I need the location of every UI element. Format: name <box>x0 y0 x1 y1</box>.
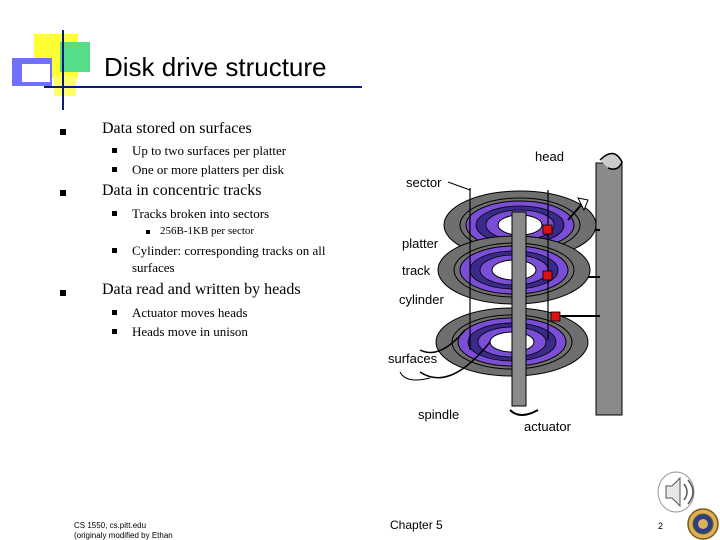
bullet-marker <box>112 329 117 334</box>
slide-title: Disk drive structure <box>104 52 327 82</box>
university-seal-logo <box>687 508 719 540</box>
label-actuator: actuator <box>524 419 571 434</box>
bullet-marker <box>60 129 66 135</box>
head-marker <box>542 270 553 281</box>
label-platter: platter <box>402 236 439 251</box>
bullet-item: Data stored on surfaces <box>102 120 252 137</box>
head-marker <box>550 311 561 322</box>
sub-bullet-item: Tracks broken into sectors <box>132 206 270 221</box>
actuator-shaft <box>595 162 623 416</box>
sub-bullet-item: One or more platters per disk <box>132 162 284 177</box>
footer-page-number: 2 <box>658 521 664 531</box>
bullet-marker <box>112 211 117 216</box>
bullet-item: Data read and written by heads <box>102 281 301 298</box>
bullet-marker <box>112 148 117 153</box>
footer-chapter: Chapter 5 <box>390 518 443 532</box>
label-spindle: spindle <box>418 407 460 422</box>
label-head: head <box>535 149 564 164</box>
bullet-marker <box>60 290 66 296</box>
bullet-marker <box>112 248 117 253</box>
label-cylinder: cylinder <box>399 292 444 307</box>
label-sector: sector <box>406 175 442 190</box>
sub-bullet-item: Actuator moves heads <box>132 305 248 320</box>
sub-sub-bullet-item: 256B-1KB per sector <box>160 225 255 237</box>
footer-course-line2: (originaly modified by Ethan <box>74 531 173 540</box>
bullet-marker <box>112 167 117 172</box>
head-marker <box>542 224 553 235</box>
bullet-marker <box>112 310 117 315</box>
label-track: track <box>402 263 431 278</box>
decor-horizontal-line <box>44 86 362 88</box>
decor-white-block <box>22 64 50 82</box>
label-surfaces: surfaces <box>388 351 438 366</box>
bullet-marker <box>146 230 150 234</box>
sub-bullet-item: Heads move in unison <box>132 324 248 339</box>
bullet-item: Data in concentric tracks <box>102 182 262 199</box>
spindle-shaft <box>511 211 527 407</box>
bullet-marker <box>60 190 66 196</box>
speaker-icon[interactable] <box>656 468 704 514</box>
footer-course-line1: CS 1550, cs.pitt.edu <box>74 521 147 530</box>
decor-green-block <box>60 42 90 72</box>
sub-bullet-item: Up to two surfaces per platter <box>132 143 287 158</box>
sub-bullet-item-continued: surfaces <box>132 260 175 275</box>
sub-bullet-item: Cylinder: corresponding tracks on all <box>132 243 326 258</box>
decor-vertical-line <box>62 30 64 110</box>
